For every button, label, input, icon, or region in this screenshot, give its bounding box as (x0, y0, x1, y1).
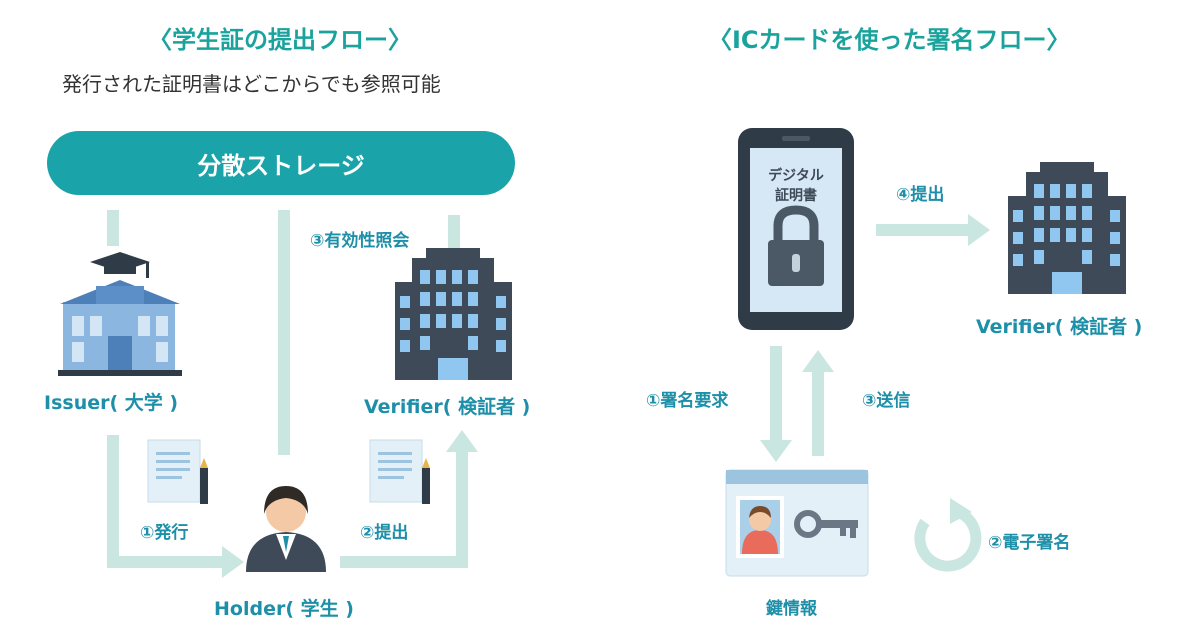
signature-cycle-icon (914, 498, 982, 572)
university-icon (58, 252, 182, 376)
smartphone-icon (738, 128, 854, 330)
issue-path-vertical (107, 435, 119, 568)
key-info-label: 鍵情報 (766, 599, 817, 619)
issued-document-icon (147, 439, 208, 504)
right-verifier-label: Verifier( 検証者 ) (976, 316, 1143, 338)
right-title: 〈ICカードを使った署名フロー〉 (708, 26, 1071, 54)
distributed-storage-bar: 分散ストレージ (47, 131, 515, 195)
step-submit-label: ②提出 (360, 523, 409, 543)
left-verifier-building-icon (395, 248, 512, 380)
issue-arrow-head (222, 546, 244, 578)
left-verifier-label: Verifier( 検証者 ) (364, 396, 531, 418)
request-arrow-shaft (770, 346, 782, 444)
storage-to-issuer-connector (107, 210, 119, 246)
right-submit-arrow-shaft (876, 224, 972, 236)
step-issue-label: ①発行 (140, 523, 189, 543)
storage-to-verifier-connector (448, 215, 460, 250)
right-verifier-building-icon (1008, 162, 1126, 294)
right-submit-arrow-head (968, 214, 990, 246)
phone-text-line2: 証明書 (775, 188, 817, 204)
submit-path-horizontal (340, 556, 468, 568)
left-subtitle: 発行された証明書はどこからでも参照可能 (62, 72, 441, 96)
storage-to-holder-connector (278, 210, 290, 455)
step-validity-check-label: ③有効性照会 (310, 231, 410, 251)
phone-certificate-text: デジタル 証明書 (750, 166, 842, 206)
issue-path-horizontal (107, 556, 227, 568)
send-arrow-shaft (812, 370, 824, 456)
send-arrow-head (802, 350, 834, 372)
step-send-label: ③送信 (862, 391, 911, 411)
submit-arrow-head (446, 430, 478, 452)
step-sign-request-label: ①署名要求 (646, 391, 729, 411)
submitted-document-icon (369, 439, 430, 504)
step-right-submit-label: ④提出 (896, 185, 945, 205)
submit-path-vertical (456, 450, 468, 568)
key-icon (794, 510, 858, 538)
left-title: 〈学生証の提出フロー〉 (148, 26, 412, 54)
holder-label: Holder( 学生 ) (214, 598, 354, 620)
request-arrow-head (760, 440, 792, 462)
student-avatar-icon (246, 486, 326, 572)
phone-text-line1: デジタル (768, 168, 824, 184)
issuer-label: Issuer( 大学 ) (44, 392, 179, 414)
step-digital-signature-label: ②電子署名 (988, 533, 1071, 553)
padlock-icon (768, 205, 824, 286)
storage-label: 分散ストレージ (197, 151, 365, 180)
